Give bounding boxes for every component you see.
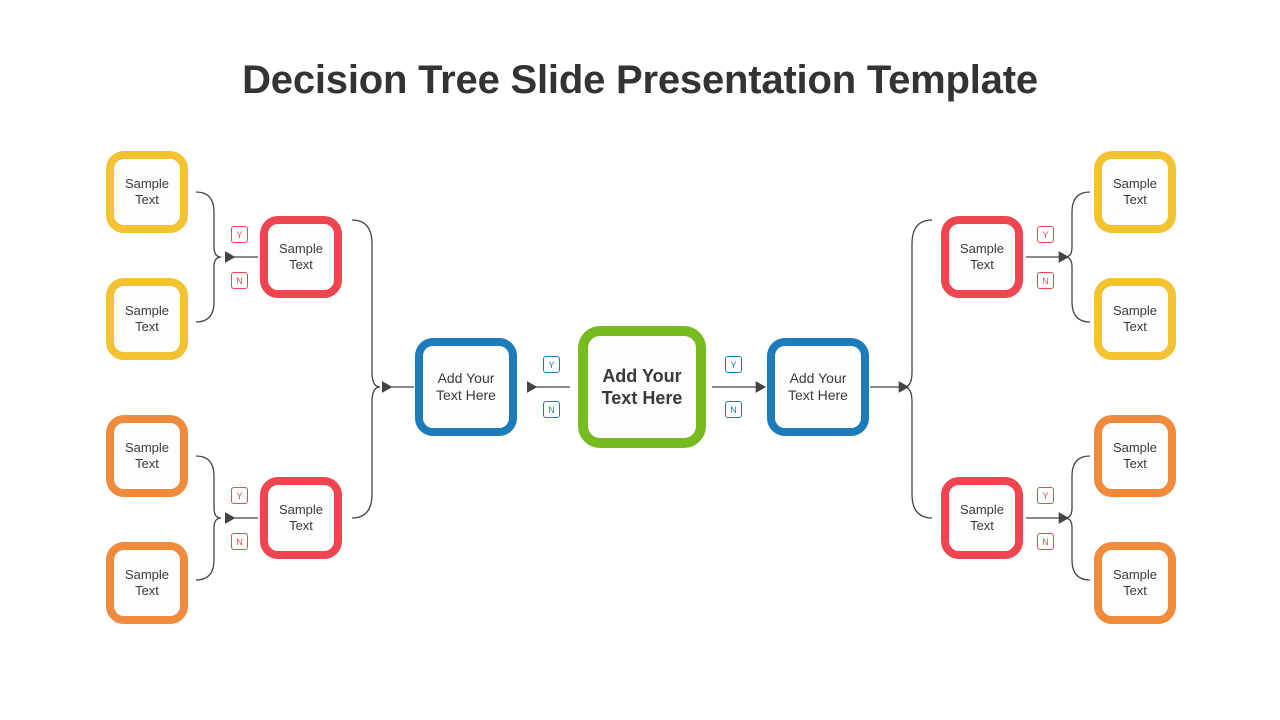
badge-dec-right-top-no[interactable]: N <box>1037 272 1054 289</box>
leaf-left-1-line2: Text <box>135 192 159 207</box>
leaf-left-2[interactable]: Sample Text <box>106 278 188 360</box>
leaf-left-3-line2: Text <box>135 456 159 471</box>
badge-dec-right-bottom-yes[interactable]: Y <box>1037 487 1054 504</box>
leaf-right-2-line1: Sample <box>1112 302 1158 318</box>
leaf-left-3-line1: Sample <box>124 439 170 455</box>
leaf-left-2-line1: Sample <box>124 302 170 318</box>
left-branch-line1: Add Your <box>437 369 495 386</box>
leaf-left-1-line1: Sample <box>124 175 170 191</box>
badge-root-right-yes[interactable]: Y <box>725 356 742 373</box>
decision-left-bottom-line1: Sample <box>278 501 324 517</box>
badge-dec-left-top-no[interactable]: N <box>231 272 248 289</box>
leaf-right-1-line2: Text <box>1123 192 1147 207</box>
right-branch-line2: Text Here <box>788 387 848 403</box>
right-branch-line1: Add Your <box>789 369 847 386</box>
leaf-right-1-line1: Sample <box>1112 175 1158 191</box>
root-node-line2: Text Here <box>601 388 683 408</box>
decision-right-bottom-line1: Sample <box>959 501 1005 517</box>
leaf-right-4-line2: Text <box>1123 583 1147 598</box>
badge-dec-left-bottom-no[interactable]: N <box>231 533 248 550</box>
leaf-left-4-line1: Sample <box>124 566 170 582</box>
badge-dec-left-bottom-yes[interactable]: Y <box>231 487 248 504</box>
decision-right-top-node[interactable]: Sample Text <box>941 216 1023 298</box>
decision-right-top-line2: Text <box>970 257 994 272</box>
bracket-right-orange-leaves <box>1064 455 1091 581</box>
leaf-left-4[interactable]: Sample Text <box>106 542 188 624</box>
bracket-left-orange-leaves <box>195 455 222 581</box>
leaf-left-1[interactable]: Sample Text <box>106 151 188 233</box>
leaf-right-4-line1: Sample <box>1112 566 1158 582</box>
leaf-left-2-line2: Text <box>135 319 159 334</box>
leaf-right-1[interactable]: Sample Text <box>1094 151 1176 233</box>
decision-right-bottom-line2: Text <box>970 518 994 533</box>
leaf-right-2-line2: Text <box>1123 319 1147 334</box>
bracket-right-gold-leaves <box>1064 191 1091 323</box>
left-branch-line2: Text Here <box>436 387 496 403</box>
right-branch-node[interactable]: Add Your Text Here <box>767 338 869 436</box>
badge-root-left-no[interactable]: N <box>543 401 560 418</box>
page-title: Decision Tree Slide Presentation Templat… <box>242 58 1038 102</box>
badge-dec-right-top-yes[interactable]: Y <box>1037 226 1054 243</box>
leaf-right-4[interactable]: Sample Text <box>1094 542 1176 624</box>
badge-dec-right-bottom-no[interactable]: N <box>1037 533 1054 550</box>
leaf-left-4-line2: Text <box>135 583 159 598</box>
leaf-right-3[interactable]: Sample Text <box>1094 415 1176 497</box>
leaf-right-3-line2: Text <box>1123 456 1147 471</box>
decision-left-top-line1: Sample <box>278 240 324 256</box>
bracket-right-decisions <box>903 219 933 519</box>
badge-dec-left-top-yes[interactable]: Y <box>231 226 248 243</box>
badge-root-left-yes[interactable]: Y <box>543 356 560 373</box>
decision-left-top-line2: Text <box>289 257 313 272</box>
decision-left-bottom-line2: Text <box>289 518 313 533</box>
root-node[interactable]: Add Your Text Here <box>578 326 706 448</box>
root-node-line1: Add Your <box>602 365 682 386</box>
decision-left-top-node[interactable]: Sample Text <box>260 216 342 298</box>
left-branch-node[interactable]: Add Your Text Here <box>415 338 517 436</box>
decision-right-bottom-node[interactable]: Sample Text <box>941 477 1023 559</box>
leaf-left-3[interactable]: Sample Text <box>106 415 188 497</box>
badge-root-right-no[interactable]: N <box>725 401 742 418</box>
leaf-right-2[interactable]: Sample Text <box>1094 278 1176 360</box>
decision-left-bottom-node[interactable]: Sample Text <box>260 477 342 559</box>
decision-right-top-line1: Sample <box>959 240 1005 256</box>
bracket-left-gold-leaves <box>195 191 222 323</box>
bracket-left-decisions <box>351 219 381 519</box>
leaf-right-3-line1: Sample <box>1112 439 1158 455</box>
